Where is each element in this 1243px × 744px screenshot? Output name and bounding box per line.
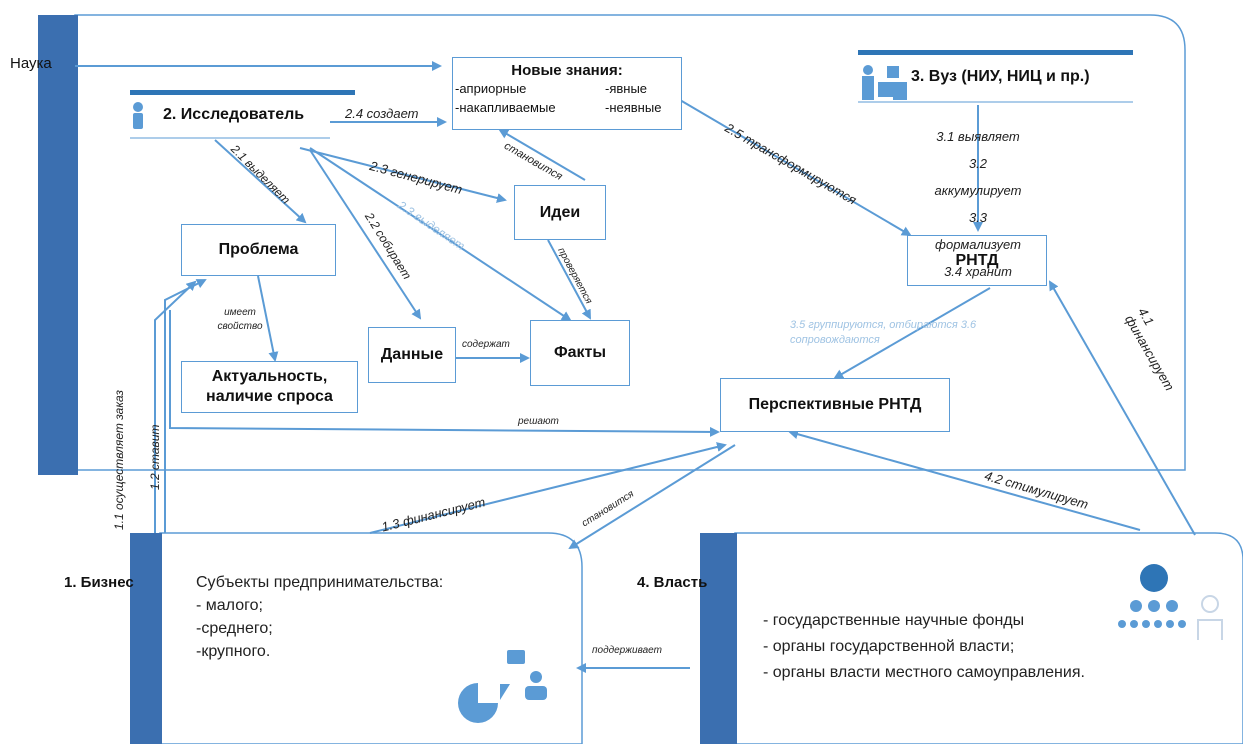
- university-icon: [862, 65, 907, 100]
- knowledge-item: -неявные: [605, 100, 662, 115]
- researcher-bar: [130, 90, 355, 95]
- data-box: Данные: [368, 327, 456, 383]
- power-item: - государственные научные фонды: [763, 612, 1025, 629]
- university-label: 3. Вуз (НИУ, НИЦ и пр.): [911, 68, 1090, 85]
- relevance-box: Актуальность, наличие спроса: [181, 361, 358, 413]
- university-action: 3.2 аккумулирует: [934, 156, 1022, 198]
- science-frame-bar: [38, 15, 78, 475]
- business-panel: Субъекты предпринимательства: - малого; …: [196, 571, 443, 663]
- edge-label-presents: 1.2 ставит: [148, 424, 162, 490]
- science-label: Наука: [10, 55, 52, 72]
- business-label: 1. Бизнес: [64, 574, 134, 591]
- problem-box: Проблема: [181, 224, 336, 276]
- edge-label-supports: поддерживает: [592, 645, 662, 656]
- ideas-box: Идеи: [514, 185, 606, 240]
- university-bar: [858, 50, 1133, 55]
- knowledge-item: -накапливаемые: [455, 100, 556, 115]
- power-label: 4. Власть: [637, 574, 708, 591]
- business-item: -среднего;: [196, 620, 273, 637]
- business-item: - малого;: [196, 597, 263, 614]
- university-action: 3.1 выявляет: [936, 129, 1020, 144]
- knowledge-item: -априорные: [455, 81, 527, 96]
- power-frame: [734, 532, 1243, 744]
- researcher-icon: [133, 102, 143, 129]
- government-icon: [1118, 564, 1223, 640]
- business-frame-bar: [130, 533, 162, 744]
- edge-label-solve: решают: [518, 416, 559, 427]
- power-panel: - государственные научные фонды - органы…: [763, 608, 1085, 686]
- edge-label-creates: 2.4 создает: [345, 106, 419, 121]
- university-action: 3.4 хранит: [944, 264, 1012, 279]
- rntd-box: РНТД: [907, 235, 1047, 286]
- university-action: 3.3 формализует: [935, 210, 1021, 252]
- power-frame-bar: [700, 533, 737, 744]
- researcher-label: 2. Исследователь: [163, 106, 305, 123]
- knowledge-item: -явные: [605, 81, 648, 96]
- power-item: - органы власти местного самоуправления.: [763, 664, 1085, 681]
- business-heading: Субъекты предпринимательства:: [196, 574, 444, 591]
- facts-box: Факты: [530, 320, 630, 386]
- edge-label-contains: содержат: [462, 339, 510, 350]
- science-frame: [74, 14, 1186, 471]
- edge-label-selected: 3.5 группируются, отбираются 3.6 сопрово…: [790, 319, 977, 346]
- university-actions: 3.1 выявляет 3.2 аккумулирует 3.3 формал…: [933, 123, 1023, 285]
- edge-label-has-property: имеет свойство: [217, 307, 263, 332]
- edge-label-realizes: 1.1 осуществляет заказ: [112, 390, 126, 530]
- business-item: -крупного.: [196, 643, 271, 660]
- prospective-rntd-box: Перспективные РНТД: [720, 378, 950, 432]
- new-knowledge-box: Новые знания: -априорные -явные -накапли…: [452, 57, 682, 130]
- business-icon: [458, 650, 547, 723]
- new-knowledge-title: Новые знания:: [511, 62, 623, 79]
- power-item: - органы государственной власти;: [763, 638, 1015, 655]
